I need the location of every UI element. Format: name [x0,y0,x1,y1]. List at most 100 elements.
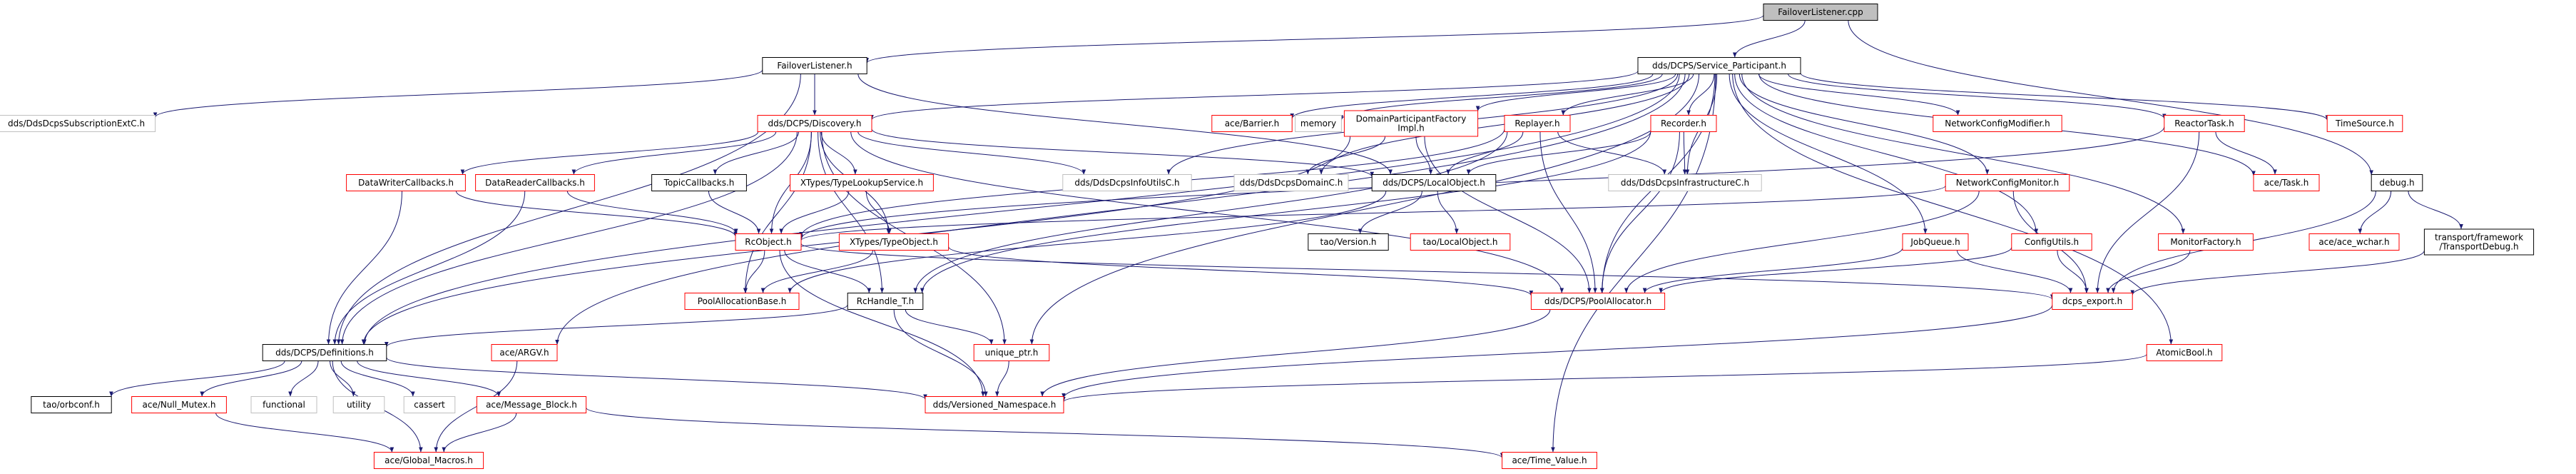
node-versioned-ns[interactable]: dds/Versioned_Namespace.h [925,396,1064,413]
node-failover-cpp: FailoverListener.cpp [1763,4,1878,21]
node-box [1343,110,1479,137]
node-atomic-bool[interactable]: AtomicBool.h [2146,344,2223,361]
node-ace-task[interactable]: ace/Task.h [2253,174,2320,191]
node-ace-null-mutex[interactable]: ace/Null_Mutex.h [131,396,227,413]
node-box [1530,293,1666,310]
dependency-edge-rchandle-to-unique_ptr [905,309,994,345]
node-box [757,115,872,132]
node-ace-message-block[interactable]: ace/Message_Block.h [476,396,587,413]
node-netcfg-monitor[interactable]: NetworkConfigMonitor.h [1945,174,2070,191]
dependency-edge-netcfg_monitor-to-rcobject [799,185,1946,241]
node-debug[interactable]: debug.h [2371,174,2423,191]
node-label: dds/DdsDcpsSubscriptionExtC.h [8,118,145,128]
node-box [2253,174,2320,191]
node-label: Replayer.h [1514,118,1559,128]
node-jobqueue[interactable]: JobQueue.h [1902,233,1969,251]
node-label: ace/Time_Value.h [1512,455,1587,465]
node-pool-alloc-base[interactable]: PoolAllocationBase.h [684,293,800,310]
node-reactor-task[interactable]: ReactorTask.h [2164,115,2245,132]
node-box [1233,174,1349,191]
node-label: dds/DCPS/LocalObject.h [1383,178,1485,188]
node-box [403,396,456,413]
node-failover-h[interactable]: FailoverListener.h [762,57,867,74]
dependency-edge-local_object-to-pool_alloc_base [788,191,1387,293]
dependency-edge-debug-to-transport_debug [2408,191,2463,230]
node-box [250,396,317,413]
node-netcfg-modifier[interactable]: NetworkConfigModifier.h [1933,115,2062,132]
dependency-edge-service_participant-to-definitions [362,74,1680,345]
node-ace-time-value[interactable]: ace/Time_Value.h [1502,452,1597,469]
dependency-edge-datawriter_cb-to-definitions [326,191,402,345]
node-box [1608,174,1762,191]
dependency-edge-dcps_export-to-versioned_ns [1062,305,2053,398]
node-local-object[interactable]: dds/DCPS/LocalObject.h [1371,174,1497,191]
dependency-edge-ace_message_block-to-ace_time_value [586,407,1505,458]
node-label: debug.h [2379,178,2414,188]
dependency-edge-xtypes_lookup-to-xtypes_typeobject [865,191,892,234]
node-label: tao/orbconf.h [43,400,100,410]
node-time-source[interactable]: TimeSource.h [2326,115,2403,132]
node-datawriter-cb[interactable]: DataWriterCallbacks.h [346,174,466,191]
node-ace-global-macros[interactable]: ace/Global_Macros.h [373,452,484,469]
node-label: XTypes/TypeObject.h [850,237,938,247]
node-transport-debug[interactable]: transport/framework/TransportDebug.h [2423,228,2535,256]
node-tao-orbconf[interactable]: tao/orbconf.h [31,396,112,413]
node-box [2158,233,2254,251]
dependency-edge-service_participant-to-atomic_bool [1732,74,2174,345]
node-dcps-export[interactable]: dcps_export.h [2052,293,2133,310]
node-unique-ptr[interactable]: unique_ptr.h [973,344,1050,361]
dependency-edge-discovery-to-info_utils [857,131,1086,175]
dependency-edge-datareader_cb-to-definitions [332,191,526,345]
node-tao-version[interactable]: tao/Version.h [1308,233,1389,251]
node-ace-barrier[interactable]: ace/Barrier.h [1211,115,1293,132]
node-definitions[interactable]: dds/DCPS/Definitions.h [262,344,387,361]
dependency-edge-service_participant-to-netcfg_monitor [1738,74,1990,175]
node-label: ace/Null_Mutex.h [143,400,216,410]
node-topic-cb[interactable]: TopicCallbacks.h [651,174,747,191]
dependency-edge-dp_factory-to-domain_c [1305,136,1386,175]
node-service-participant[interactable]: dds/DCPS/Service_Participant.h [1637,57,1801,74]
node-rchandle[interactable]: RcHandle_T.h [847,293,924,310]
node-utility: utility [332,396,385,413]
dependency-edge-service_participant-to-discovery [870,70,1639,121]
dependency-edge-debug-to-ace_wchar [2358,191,2392,234]
node-label: ace/Global_Macros.h [385,455,473,465]
node-box [2371,174,2423,191]
dependency-edge-datawriter_cb-to-rcobject [455,191,738,237]
node-discovery[interactable]: dds/DCPS/Discovery.h [757,115,872,132]
node-label: cassert [414,400,445,410]
node-ace-argv[interactable]: ace/ARGV.h [491,344,558,361]
node-label: dds/DdsDcpsDomainC.h [1240,178,1343,188]
dependency-edge-xtypes_lookup-to-rcobject [779,191,850,234]
dependency-edge-replayer-to-infrastructure_c [1557,131,1667,175]
node-box [1295,115,1342,132]
dependency-edge-failover_cpp-to-service_participant [1732,20,1806,58]
node-datareader-cb[interactable]: DataReaderCallbacks.h [475,174,595,191]
dependency-edge-service_participant-to-config_utils [1734,74,2039,234]
node-monitor-factory[interactable]: MonitorFactory.h [2158,233,2254,251]
node-recorder[interactable]: Recorder.h [1650,115,1717,132]
node-label: dds/DdsDcpsInfrastructureC.h [1621,178,1749,188]
node-pool-allocator[interactable]: dds/DCPS/PoolAllocator.h [1530,293,1666,310]
dependency-edge-config_utils-to-dcps_export [2057,250,2089,293]
node-label: ReactorTask.h [2174,118,2234,128]
node-xtypes-lookup[interactable]: XTypes/TypeLookupService.h [790,174,934,191]
node-ace-wchar[interactable]: ace/ace_wchar.h [2308,233,2400,251]
node-xtypes-typeobject[interactable]: XTypes/TypeObject.h [838,233,950,251]
node-box [0,115,156,132]
dependency-edge-dp_factory-to-pool_allocator [1424,136,1592,293]
node-config-utils[interactable]: ConfigUtils.h [2011,233,2092,251]
dependency-edge-topic_cb-to-rcobject [708,191,761,234]
dependency-edge-rcobject-to-dcps_export [800,243,2055,300]
node-replayer[interactable]: Replayer.h [1504,115,1571,132]
node-label: ace/ARGV.h [499,348,549,358]
dependency-edge-ace_message_block-to-ace_global_macros [442,413,517,453]
node-rcobject[interactable]: RcObject.h [735,233,802,251]
node-box [131,396,227,413]
dependency-edge-discovery-to-datareader_cb [571,131,777,175]
node-tao-localobject[interactable]: tao/LocalObject.h [1410,233,1511,251]
dependency-edge-replayer-to-pool_allocator [1539,131,1597,293]
